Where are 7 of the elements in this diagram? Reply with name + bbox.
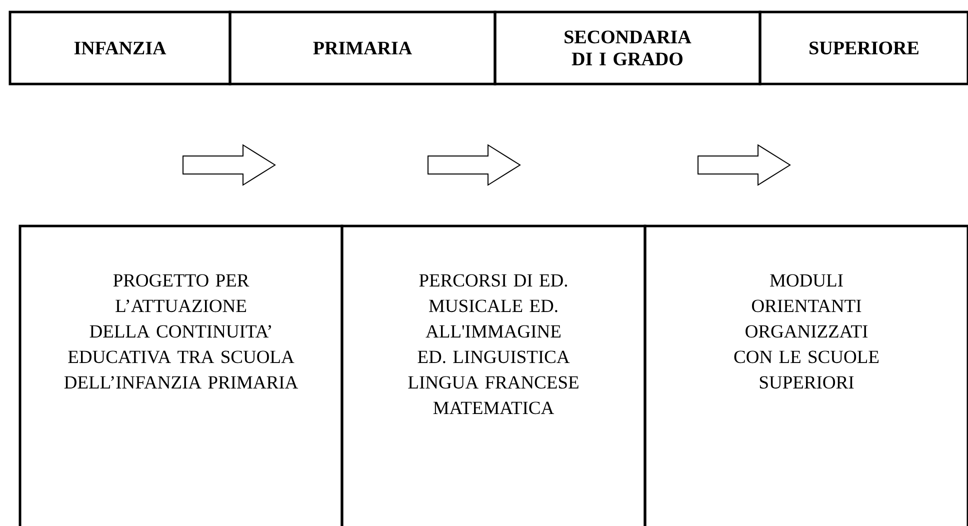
stage-cell: PRIMARIA: [228, 10, 496, 86]
stage-cell: SUPERIORE: [758, 10, 968, 86]
stage-cell: INFANZIA: [8, 10, 232, 86]
content-box: PROGETTO PER L’ATTUAZIONE DELLA CONTINUITA’ EDUCATIVA TRA SCUOLA DELL’INFANZIA PRIMARIA: [18, 224, 344, 526]
content-box: PERCORSI DI ED. MUSICALE ED. ALL'IMMAGINE ED. LINGUISTICA LINGUA FRANCESE MATEMATICA: [340, 224, 646, 526]
content-box: MODULI ORIENTANTI ORGANIZZATI CON LE SCUOLE SUPERIORI: [644, 224, 968, 526]
stage-cell: SECONDARIA DI I GRADO: [494, 10, 762, 86]
